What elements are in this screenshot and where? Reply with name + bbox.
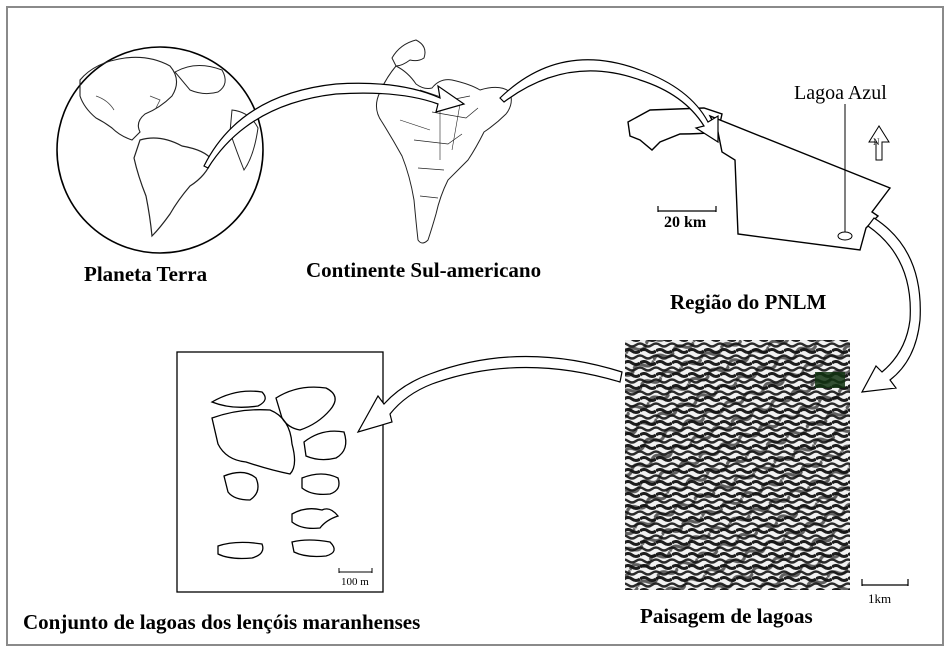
arrow-landscape-to-lagoons bbox=[356, 355, 623, 433]
globe-label: Planeta Terra bbox=[84, 262, 208, 286]
figure-frame bbox=[6, 6, 944, 646]
north-america-outline bbox=[79, 56, 178, 141]
arrow-continent-to-region bbox=[499, 59, 719, 144]
north-arrow-icon bbox=[868, 125, 890, 161]
lagoa-azul-label: Lagoa Azul bbox=[794, 82, 887, 104]
lagoons-scale-label: 100 m bbox=[341, 576, 369, 588]
region-label: Região do PNLM bbox=[670, 290, 827, 314]
region-scale-label: 20 km bbox=[664, 214, 707, 231]
landscape-image bbox=[625, 340, 909, 590]
arrow-globe-to-continent bbox=[203, 82, 466, 169]
connector-arrows bbox=[203, 59, 921, 433]
arrow-region-to-landscape bbox=[860, 217, 921, 393]
landscape-label: Paisagem de lagoas bbox=[640, 604, 813, 628]
continent-label: Continente Sul-americano bbox=[306, 258, 542, 282]
south-america-map bbox=[376, 39, 512, 244]
lagoa-azul-marker bbox=[837, 231, 853, 241]
pnlm-region-map bbox=[627, 104, 892, 251]
lagoons-set-panel bbox=[176, 351, 384, 593]
landscape-scale-label: 1km bbox=[868, 591, 892, 606]
lagoons-set-label: Conjunto de lagoas dos lençóis maranhens… bbox=[23, 610, 421, 634]
south-america-outline bbox=[133, 137, 213, 238]
north-label: N bbox=[873, 137, 880, 147]
globe-illustration bbox=[56, 46, 264, 254]
